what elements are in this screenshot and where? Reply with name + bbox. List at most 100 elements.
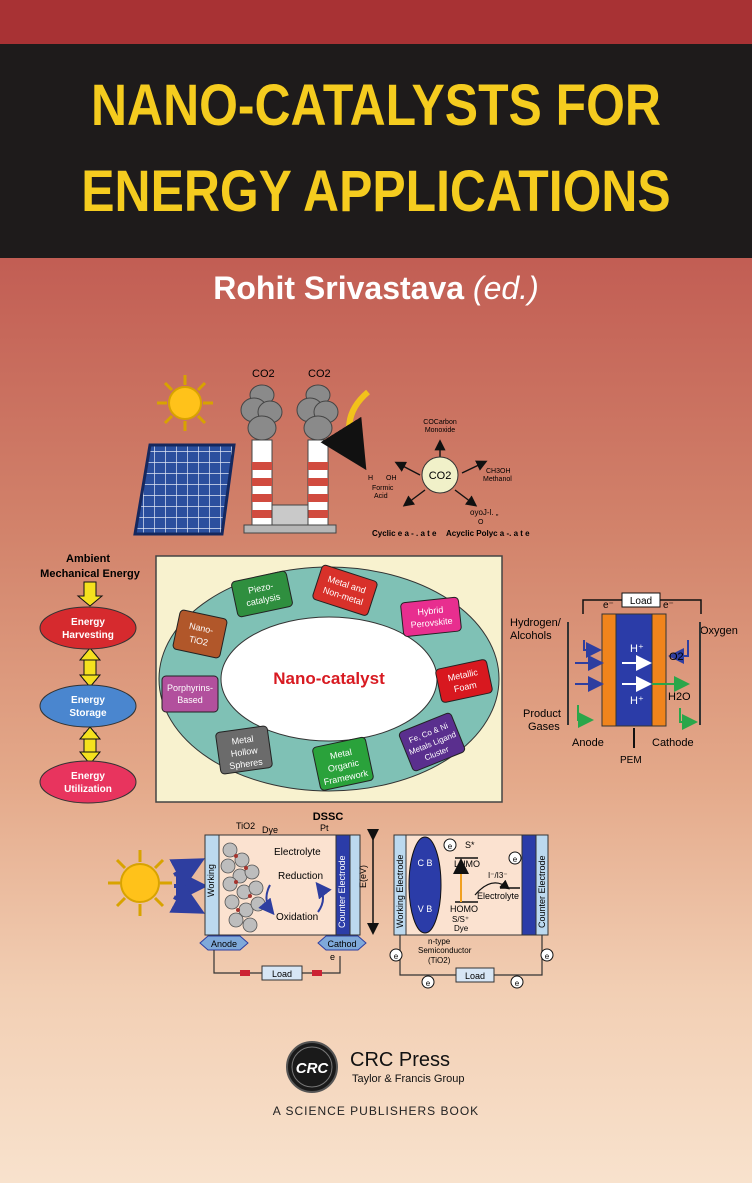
- svg-text:e⁻: e⁻: [663, 600, 674, 611]
- svg-text:E(eV): E(eV): [358, 865, 368, 888]
- svg-text:e: e: [394, 952, 399, 961]
- svg-text:LUMO: LUMO: [454, 859, 480, 869]
- svg-text:Anode: Anode: [572, 737, 604, 749]
- svg-text:oyoJ-l. „: oyoJ-l. „: [470, 508, 499, 517]
- svg-text:Ambient: Ambient: [66, 553, 110, 565]
- svg-text:TiO2: TiO2: [236, 821, 255, 831]
- svg-text:I⁻/I3⁻: I⁻/I3⁻: [488, 871, 508, 880]
- svg-text:Electrolyte: Electrolyte: [477, 891, 519, 901]
- svg-text:n-type: n-type: [428, 937, 451, 946]
- dssc-diagram: DSSC Working Counter Electrode: [108, 811, 554, 989]
- author-suffix: (ed.): [472, 270, 539, 306]
- nano-catalyst-diagram: Nano-catalyst Piezo- catalysis Metal and…: [155, 555, 503, 803]
- smokestack-icon: CO2 CO2: [240, 368, 339, 534]
- svg-text:e: e: [330, 952, 335, 962]
- svg-text:Alcohols: Alcohols: [510, 630, 552, 642]
- nano-catalyst-center-label: Nano-catalyst: [273, 669, 385, 688]
- svg-text:Reduction: Reduction: [278, 871, 323, 882]
- svg-text:Acid: Acid: [374, 493, 388, 500]
- solar-panel-icon: [133, 443, 236, 536]
- svg-text:H2O: H2O: [668, 691, 691, 703]
- svg-text:O: O: [478, 519, 484, 526]
- svg-text:CO2: CO2: [308, 368, 331, 380]
- publisher-group: Taylor & Francis Group: [352, 1073, 464, 1085]
- svg-text:Anode: Anode: [211, 939, 237, 949]
- svg-text:Energy: Energy: [71, 617, 105, 628]
- svg-text:Mechanical Energy: Mechanical Energy: [40, 568, 141, 580]
- svg-text:Spheres: Spheres: [229, 757, 264, 772]
- svg-text:Energy: Energy: [71, 695, 105, 706]
- author-line: Rohit Srivastava (ed.): [0, 270, 752, 307]
- energy-storage-node: [39, 684, 137, 728]
- mechanical-energy-flow: Ambient Mechanical Energy Energy Harvest…: [39, 553, 141, 804]
- svg-text:Hydrogen/: Hydrogen/: [510, 617, 562, 629]
- svg-text:e⁻: e⁻: [603, 600, 614, 611]
- svg-text:e: e: [515, 979, 520, 988]
- svg-text:Methanol: Methanol: [483, 476, 512, 483]
- svg-text:Load: Load: [630, 596, 652, 607]
- svg-text:Monoxide: Monoxide: [425, 427, 455, 434]
- energy-harvesting-node: [39, 606, 137, 650]
- energy-utilization-node: [39, 760, 137, 804]
- svg-text:TiO2: TiO2: [188, 634, 209, 648]
- svg-text:H⁺: H⁺: [630, 643, 644, 655]
- svg-text:Gases: Gases: [528, 721, 560, 733]
- svg-text:HOMO: HOMO: [450, 904, 478, 914]
- svg-text:Foam: Foam: [453, 680, 478, 695]
- svg-text:Load: Load: [272, 969, 292, 979]
- svg-text:Cathod: Cathod: [327, 939, 356, 949]
- svg-text:CH3OH: CH3OH: [486, 468, 511, 475]
- svg-text:CO2: CO2: [429, 470, 452, 482]
- title-line-2: ENERGY APPLICATIONS: [81, 159, 671, 224]
- sun-icon: [157, 375, 213, 431]
- svg-text:Counter Electrode: Counter Electrode: [537, 855, 547, 928]
- publisher-name: CRC Press: [350, 1049, 450, 1071]
- svg-text:Semiconductor: Semiconductor: [418, 946, 472, 955]
- author-name: Rohit Srivastava: [213, 270, 465, 306]
- curved-arrow-icon: [320, 389, 371, 471]
- svg-text:Cyclic e a - . a t e: Cyclic e a - . a t e: [372, 529, 437, 538]
- crc-logo: [286, 1041, 338, 1093]
- svg-text:O2: O2: [669, 651, 684, 663]
- co2-conversion-diagram: CO2 COCarbon Monoxide H OH Formic Acid C…: [368, 419, 530, 538]
- svg-text:H⁺: H⁺: [630, 695, 644, 707]
- svg-text:Working: Working: [206, 864, 216, 897]
- svg-text:PEM: PEM: [620, 755, 642, 766]
- svg-text:(TiO2): (TiO2): [428, 956, 451, 965]
- svg-text:C B: C B: [417, 858, 432, 868]
- svg-text:CRC: CRC: [296, 1060, 330, 1077]
- title-band: [0, 44, 752, 258]
- svg-text:V B: V B: [418, 904, 433, 914]
- svg-text:Product: Product: [523, 708, 561, 720]
- svg-text:Energy: Energy: [71, 771, 105, 782]
- svg-text:Porphyrins-: Porphyrins-: [167, 683, 213, 693]
- svg-text:Dye: Dye: [454, 924, 469, 933]
- svg-text:e: e: [426, 979, 431, 988]
- svg-text:OH: OH: [386, 475, 397, 482]
- svg-text:Metal: Metal: [329, 747, 353, 761]
- sun-icon: [108, 850, 172, 916]
- svg-text:Storage: Storage: [69, 708, 107, 719]
- svg-text:H: H: [368, 475, 373, 482]
- title-line-1: NANO-CATALYSTS FOR: [91, 73, 661, 138]
- svg-text:Cathode: Cathode: [652, 737, 694, 749]
- svg-text:Nano-: Nano-: [188, 621, 214, 636]
- svg-text:Load: Load: [465, 971, 485, 981]
- svg-text:Hybrid: Hybrid: [417, 605, 444, 618]
- svg-text:Hollow: Hollow: [230, 745, 259, 759]
- svg-text:e: e: [448, 842, 453, 851]
- svg-text:Oxygen: Oxygen: [700, 625, 738, 637]
- svg-text:Harvesting: Harvesting: [62, 630, 114, 641]
- svg-text:Working Electrode: Working Electrode: [395, 855, 405, 928]
- svg-text:e: e: [545, 952, 550, 961]
- svg-text:Utilization: Utilization: [64, 784, 112, 795]
- svg-text:e: e: [513, 855, 518, 864]
- svg-text:Metal: Metal: [231, 734, 254, 747]
- svg-text:S*: S*: [465, 840, 475, 850]
- svg-text:Dye: Dye: [262, 825, 278, 835]
- svg-text:Electrolyte: Electrolyte: [274, 847, 321, 858]
- svg-text:DSSC: DSSC: [313, 811, 344, 823]
- series-line: A SCIENCE PUBLISHERS BOOK: [273, 1104, 479, 1118]
